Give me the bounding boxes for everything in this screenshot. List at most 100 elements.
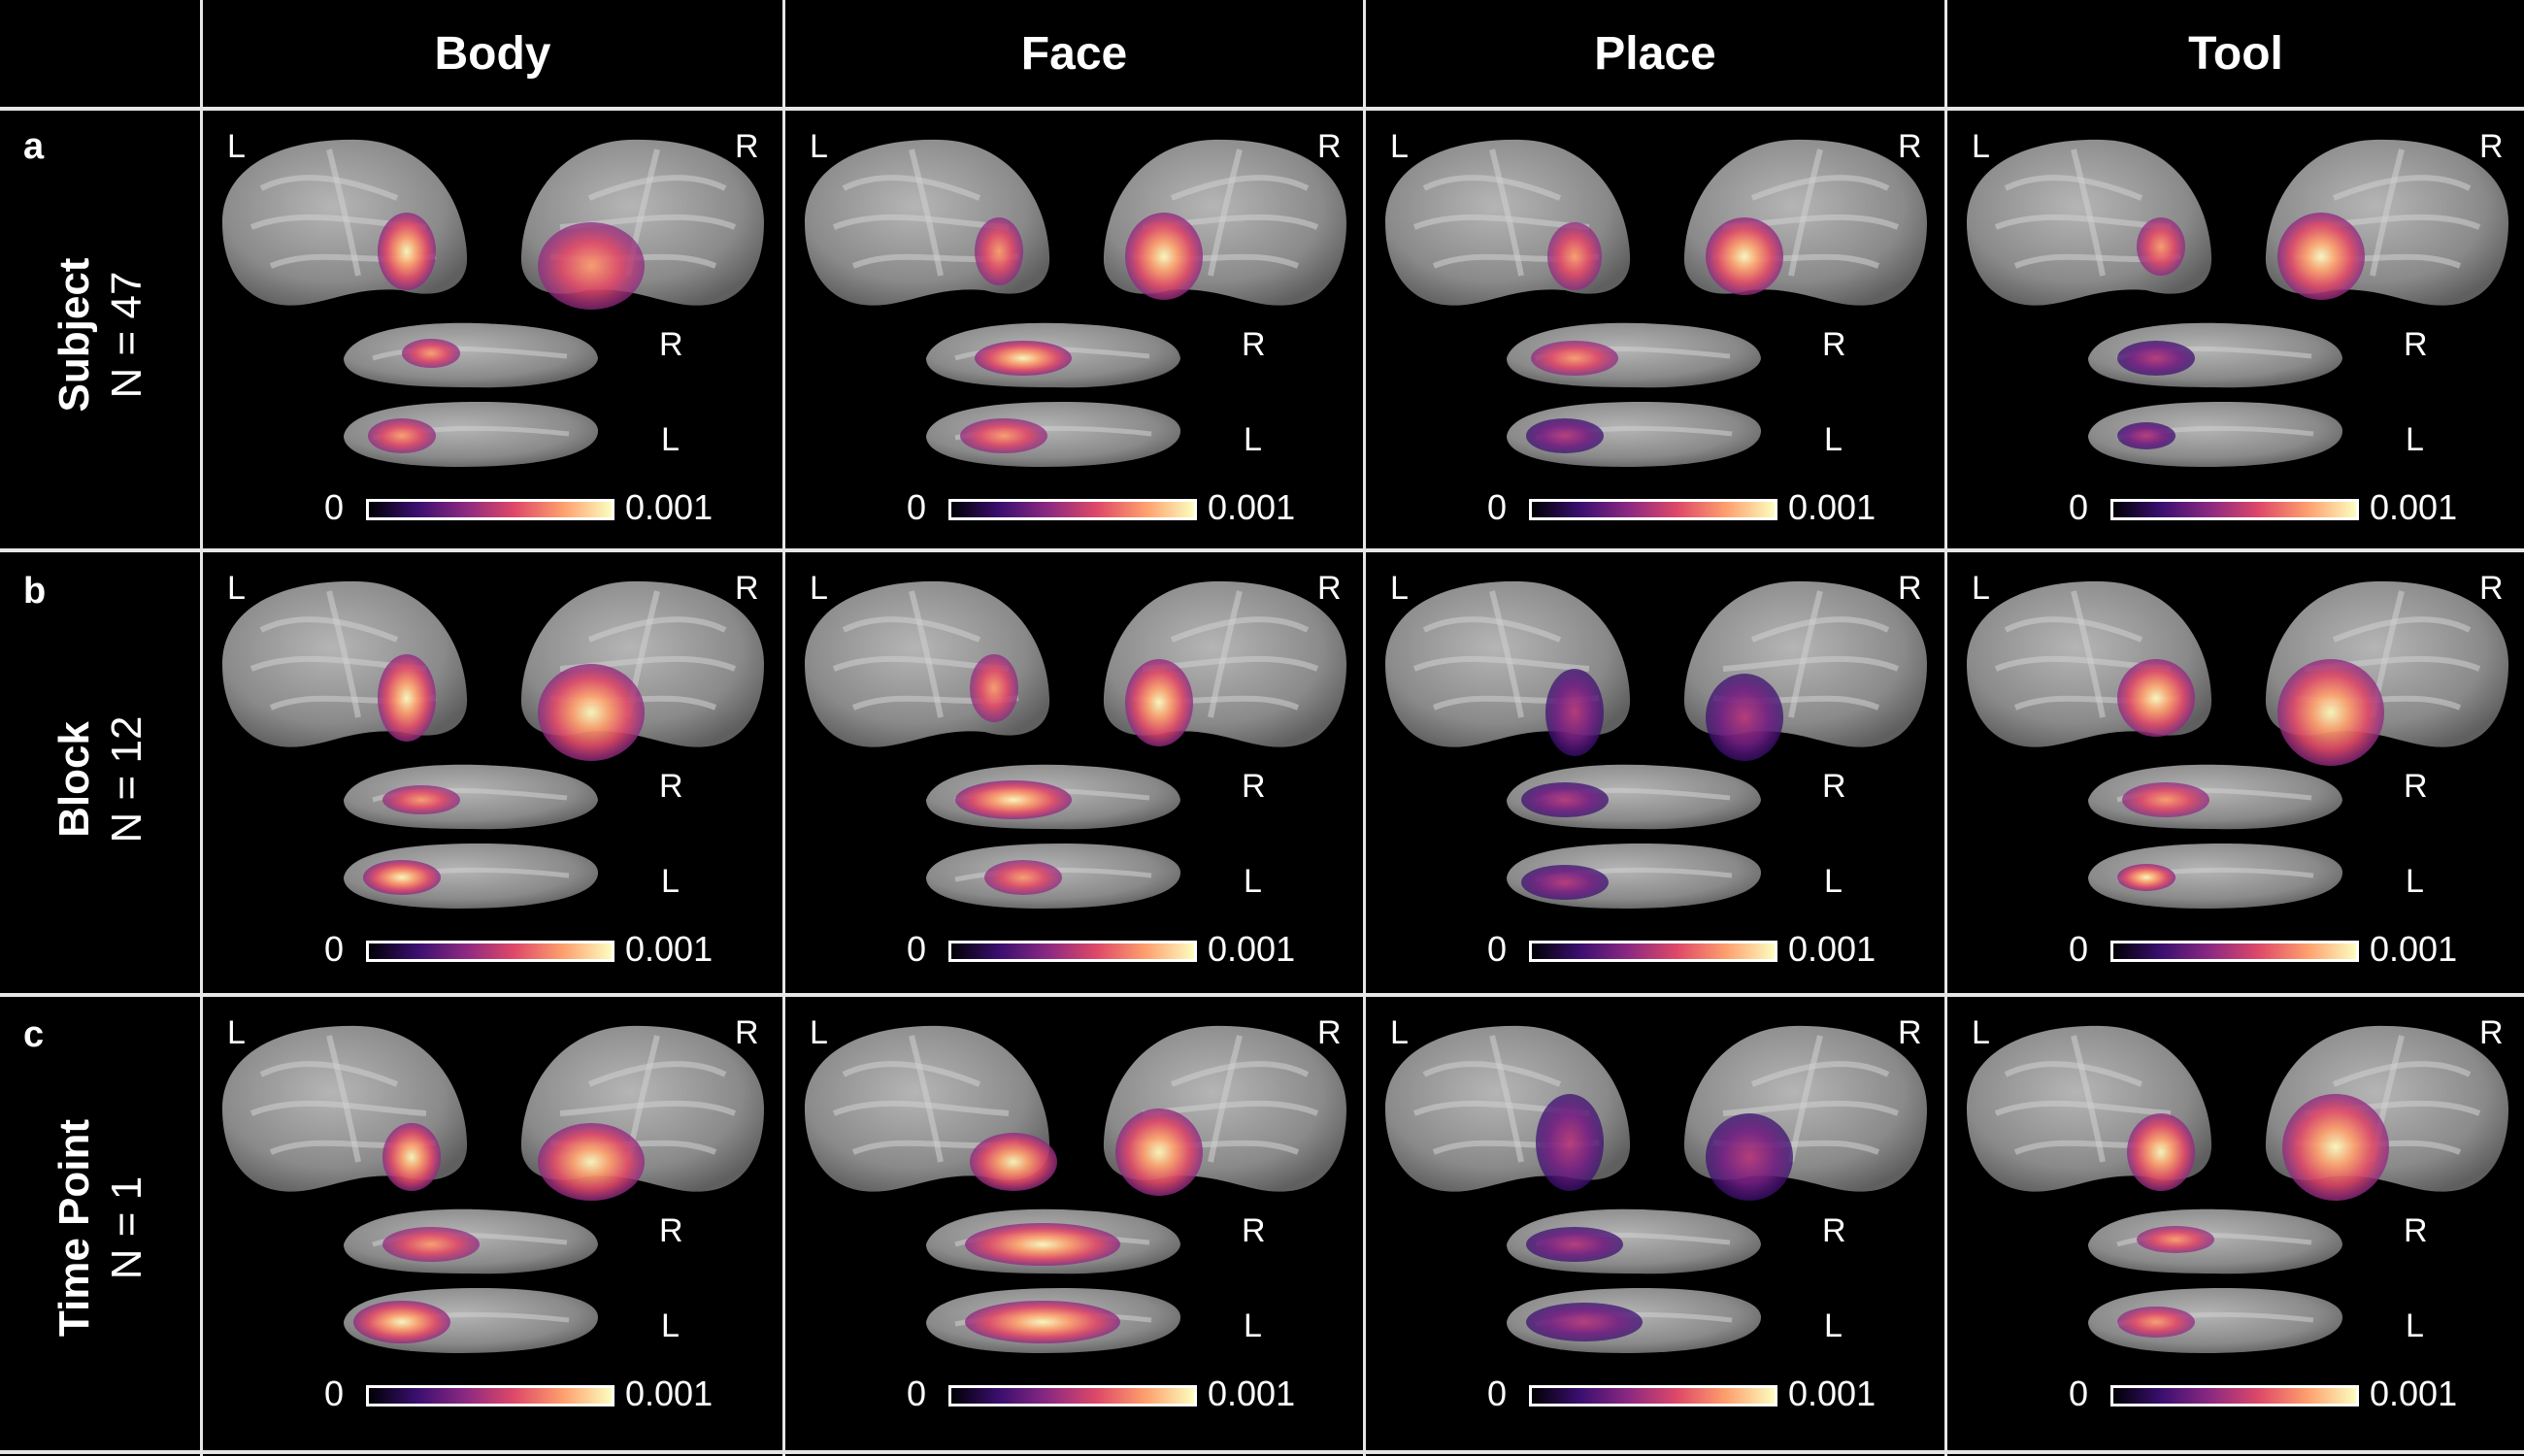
colorbar-max-label: 0.001 <box>1788 929 1876 969</box>
activation-blob <box>368 418 436 453</box>
hemi-label-right: R <box>1317 1014 1342 1051</box>
activation-blob <box>2282 1094 2389 1201</box>
hemi-label-left: L <box>1972 570 1990 607</box>
hemi-label-left: L <box>1390 570 1409 607</box>
hemi-label-left: L <box>810 1014 828 1051</box>
activation-blob <box>1545 669 1604 756</box>
colorbar <box>1529 941 1777 962</box>
colorbar <box>366 499 614 520</box>
brain-surface-figure <box>222 139 764 467</box>
grid-line-col-2 <box>782 0 785 1456</box>
activation-blob <box>402 339 460 368</box>
activation-blob <box>1526 1303 1643 1341</box>
colorbar <box>1529 1385 1777 1406</box>
hemi-label-medial-top: R <box>1242 768 1266 805</box>
colorbar-max-label: 0.001 <box>625 487 714 527</box>
activation-blob <box>955 780 1072 819</box>
colorbar-min-label: 0 <box>2069 929 2089 969</box>
brain-surface-figure <box>805 580 1346 909</box>
brain-surface-figure <box>805 139 1346 467</box>
grid-line-bottom <box>0 1450 2524 1454</box>
activation-blob <box>1536 1094 1604 1191</box>
brain-surface-figure <box>805 1025 1346 1353</box>
hemi-label-medial-top: R <box>2404 326 2428 363</box>
hemi-label-left: L <box>1972 1014 1990 1051</box>
colorbar <box>948 941 1197 962</box>
hemi-label-medial-top: R <box>1822 1212 1846 1249</box>
row-title-text: Time Point <box>50 1118 98 1338</box>
colorbar <box>366 1385 614 1406</box>
grid-line-col-1 <box>200 0 203 1456</box>
colorbar <box>948 1385 1197 1406</box>
colorbar <box>2110 1385 2359 1406</box>
activation-blob <box>1531 341 1618 376</box>
hemi-label-right: R <box>2479 128 2504 165</box>
row-title-time-point: Time Point N = 1 <box>49 1068 155 1388</box>
activation-blob <box>2117 341 2195 376</box>
colorbar-max-label: 0.001 <box>1788 487 1876 527</box>
row-n-text: N = 47 <box>103 271 150 399</box>
hemi-label-medial-top: R <box>659 1212 683 1249</box>
colorbar-max-label: 0.001 <box>1208 1373 1296 1413</box>
row-title-text: Block <box>50 721 98 838</box>
colorbar <box>366 941 614 962</box>
activation-blob <box>965 1223 1120 1266</box>
left-lateral-hemisphere <box>805 139 1050 306</box>
hemi-label-left: L <box>1390 128 1409 165</box>
right-ventral-hemisphere <box>344 322 598 388</box>
hemi-label-right: R <box>735 570 759 607</box>
hemi-label-medial-top: R <box>1242 326 1266 363</box>
colorbar-min-label: 0 <box>907 1373 927 1413</box>
colorbar-max-label: 0.001 <box>1208 929 1296 969</box>
hemi-label-right: R <box>1898 1014 1922 1051</box>
brain-surface-figure <box>1385 139 1927 467</box>
hemi-label-right: R <box>1317 570 1342 607</box>
brain-surface-figure <box>1967 139 2508 467</box>
row-title-subject: Subject N = 47 <box>49 175 155 495</box>
activation-blob <box>2277 213 2365 300</box>
hemi-label-right: R <box>1898 570 1922 607</box>
colorbar-max-label: 0.001 <box>625 1373 714 1413</box>
activation-blob <box>960 418 1047 453</box>
grid-line-col-3 <box>1363 0 1366 1456</box>
activation-blob <box>984 860 1062 895</box>
activation-blob <box>1521 782 1609 817</box>
hemi-label-medial-top: R <box>1822 326 1846 363</box>
activation-blob <box>382 1227 480 1262</box>
column-header-tool: Tool <box>2188 28 2283 80</box>
activation-blob <box>1125 213 1203 300</box>
colorbar-max-label: 0.001 <box>2370 1373 2458 1413</box>
grid-line-row-c <box>0 993 2524 997</box>
right-ventral-hemisphere <box>2088 1208 2342 1274</box>
colorbar <box>2110 941 2359 962</box>
left-lateral-hemisphere <box>1967 139 2212 306</box>
colorbar-min-label: 0 <box>2069 1373 2089 1413</box>
colorbar <box>948 499 1197 520</box>
hemi-label-medial-bottom: L <box>661 863 680 900</box>
activation-blob <box>2117 659 2195 737</box>
hemi-label-left: L <box>810 128 828 165</box>
brain-surface-figure <box>1385 580 1927 909</box>
hemi-label-medial-bottom: L <box>1244 421 1262 458</box>
activation-blob <box>382 785 460 814</box>
column-header-place: Place <box>1594 28 1716 80</box>
left-lateral-hemisphere <box>805 580 1050 747</box>
brain-surface-figure <box>1967 1025 2508 1353</box>
hemi-label-medial-bottom: L <box>2406 1307 2424 1344</box>
colorbar-min-label: 0 <box>2069 487 2089 527</box>
row-n-text: N = 1 <box>103 1175 150 1280</box>
colorbar <box>2110 499 2359 520</box>
column-header-face: Face <box>1020 28 1128 80</box>
colorbar-max-label: 0.001 <box>1208 487 1296 527</box>
activation-blob <box>975 217 1023 285</box>
right-ventral-hemisphere <box>344 764 598 830</box>
hemi-label-medial-bottom: L <box>2406 421 2424 458</box>
hemi-label-left: L <box>227 570 246 607</box>
